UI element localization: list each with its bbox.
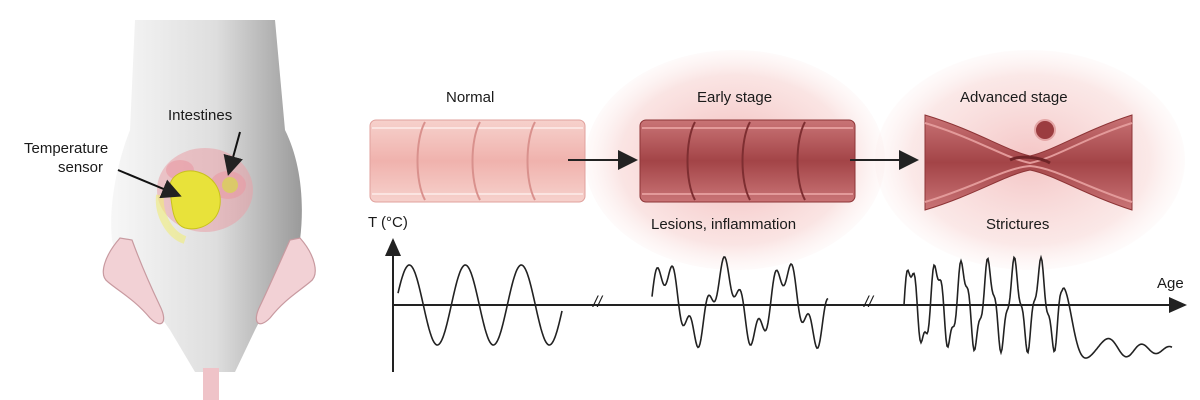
stage-title-early: Early stage (697, 89, 773, 106)
temperature-trace-early (651, 255, 829, 350)
axis-break-2: // (864, 294, 873, 311)
sensor-glow (155, 194, 187, 244)
temperature-trace-normal (397, 264, 563, 346)
y-axis-label: T (°C) (368, 214, 408, 231)
stage-caption-early: Lesions, inflammation (651, 216, 797, 233)
temperature-trace-advanced (903, 254, 1173, 359)
mouse-left-paw (102, 237, 165, 325)
x-axis-label: Age (1157, 275, 1184, 292)
y-axis-label-text: T (°C) (368, 214, 408, 231)
early-stage-colon (639, 119, 856, 203)
intestines-callout-arrow (223, 131, 243, 176)
stage-caption-advanced: Strictures (986, 216, 1050, 233)
advanced-stage-colon (924, 114, 1133, 211)
stage-title-advanced: Advanced stage (960, 89, 1068, 106)
mouse-right-paw (255, 237, 316, 325)
normal-colon (369, 119, 586, 203)
temperature-sensor-device (169, 170, 221, 230)
temperature-sensor-label-line1: Temperature (24, 140, 109, 157)
temperature-sensor-label-line2: sensor (58, 159, 104, 176)
axis-break-1: // (593, 294, 602, 311)
temperature-graph (385, 238, 1187, 372)
mouse-tail (203, 368, 219, 400)
mouse-illustration (102, 20, 316, 400)
intestines-label: Intestines (168, 107, 233, 124)
sensor-callout-arrow (117, 169, 182, 199)
stage-title-normal: Normal (446, 89, 495, 106)
